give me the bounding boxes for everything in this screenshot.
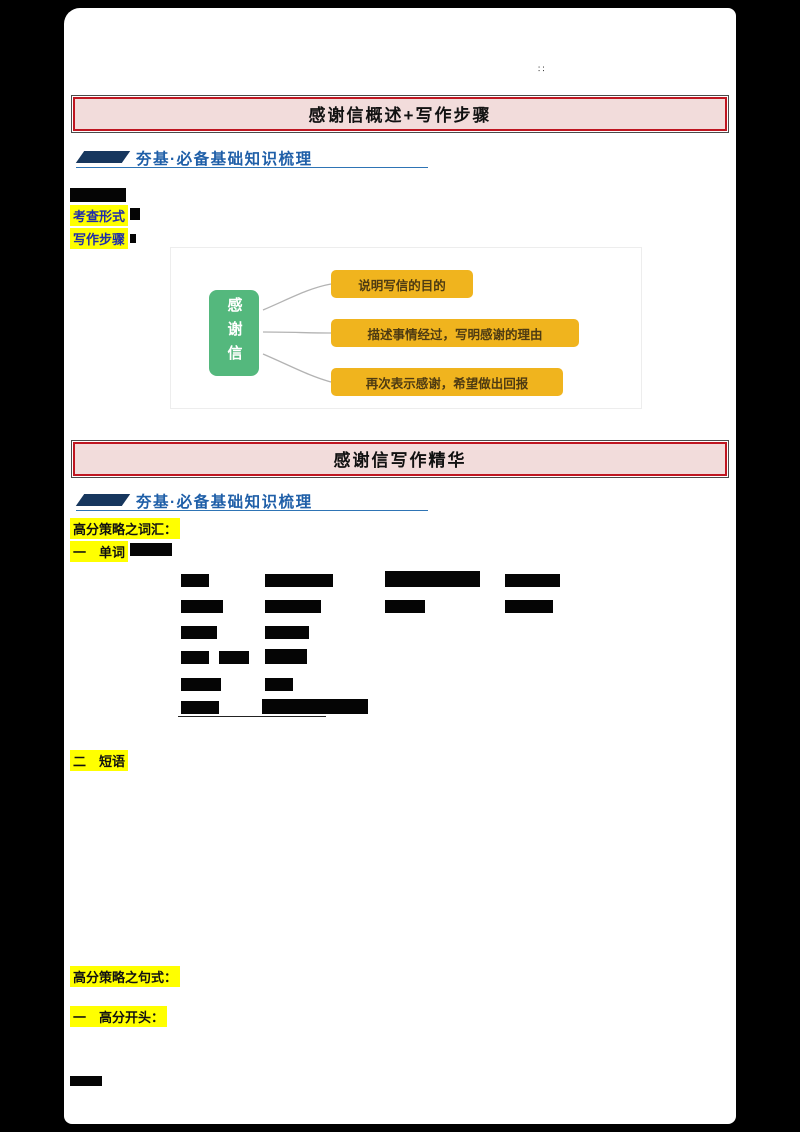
- connector-lines: [262, 283, 332, 383]
- redacted-word: [219, 651, 249, 664]
- mindmap-diagram: 感谢信 说明写信的目的 描述事情经过，写明感谢的理由 再次表示感谢，希望做出回报: [170, 247, 642, 409]
- diagram-node-reason: 描述事情经过，写明感谢的理由: [331, 319, 579, 347]
- section2-subheader: 夯基·必备基础知识梳理: [136, 494, 313, 511]
- redacted-word: [385, 571, 480, 587]
- exam-form-label: 考查形式: [70, 205, 129, 226]
- redacted-word: [505, 574, 560, 587]
- diagram-center-node: 感谢信: [209, 290, 259, 376]
- words-label: 一 单词: [70, 541, 129, 562]
- redacted-word: [265, 626, 309, 639]
- subheader-underline: [76, 167, 428, 168]
- redacted-word: [265, 600, 321, 613]
- document-page: ∶∶ 感谢信概述+写作步骤 夯基·必备基础知识梳理 考查形式 写作步骤 感谢信 …: [64, 8, 736, 1124]
- redacted-word: [181, 600, 223, 613]
- fill-in-blank-line: [178, 716, 326, 717]
- diagram-node-purpose: 说明写信的目的: [331, 270, 473, 298]
- redacted-word: [181, 574, 209, 587]
- section-flag-icon: [75, 151, 131, 163]
- subheader-underline: [76, 510, 428, 511]
- redacted-text: [130, 208, 140, 220]
- diagram-node-thanks: 再次表示感谢，希望做出回报: [331, 368, 563, 396]
- redacted-word: [262, 699, 368, 714]
- redacted-text: [130, 234, 136, 243]
- section-flag-icon: [75, 494, 131, 506]
- section1-subheader: 夯基·必备基础知识梳理: [136, 151, 313, 168]
- diagram-center-label: 感谢信: [225, 297, 243, 369]
- title-box-2: 感谢信写作精华: [71, 440, 729, 478]
- writing-steps-label: 写作步骤: [70, 228, 129, 249]
- redacted-word: [265, 574, 333, 587]
- redacted-word: [181, 701, 219, 714]
- vocab-heading: 高分策略之词汇：: [70, 518, 181, 539]
- sentences-heading: 高分策略之句式：: [70, 966, 181, 987]
- redacted-word: [265, 678, 293, 691]
- page-number-redacted: [70, 1076, 102, 1086]
- opening-label: 一 高分开头：: [70, 1006, 168, 1027]
- header-marks: ∶∶: [538, 64, 547, 74]
- redacted-text: [130, 543, 172, 556]
- phrases-label: 二 短语: [70, 750, 129, 771]
- section1-title: 感谢信概述+写作步骤: [73, 97, 727, 131]
- redacted-word: [385, 600, 425, 613]
- redacted-word: [181, 626, 217, 639]
- redacted-text: [70, 188, 126, 202]
- redacted-word: [181, 651, 209, 664]
- redacted-word: [181, 678, 221, 691]
- redacted-word: [505, 600, 553, 613]
- section2-title: 感谢信写作精华: [73, 442, 727, 476]
- redacted-word: [265, 649, 307, 664]
- title-box-1: 感谢信概述+写作步骤: [71, 95, 729, 133]
